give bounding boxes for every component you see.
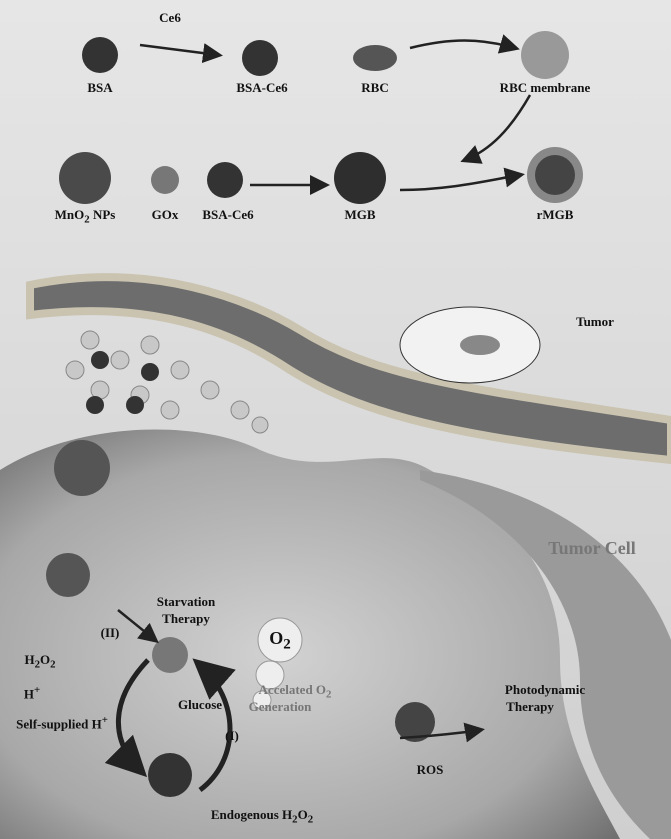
bsa-ce6-label: BSA-Ce6 [236, 80, 288, 95]
o2-bubble-label: O2 [269, 628, 291, 653]
step-i-label: (I) [225, 728, 239, 743]
starvation-label: Starvation [156, 594, 216, 609]
gox-label: GOx [151, 207, 179, 222]
ros-label: ROS [416, 762, 444, 777]
endogenous-h2o2-label: Endogenous H2O2 [210, 807, 314, 826]
starvation-therapy-label: Therapy [162, 611, 210, 626]
self-supplied-label: Self-supplied H+ [16, 714, 108, 732]
glucose-label: Glucose [177, 697, 223, 712]
bsa-label: BSA [87, 80, 113, 95]
generation-label: Generation [248, 699, 312, 714]
ce6-label: Ce6 [159, 10, 181, 25]
h-plus-label: H+ [23, 684, 41, 702]
rbc-membrane-label: RBC membrane [499, 80, 591, 95]
blood-vessel [26, 273, 671, 465]
mno2-label: MnO2 NPs [54, 207, 116, 226]
tumor-cell-label: Tumor Cell [548, 538, 636, 558]
photodynamic-therapy-label: Therapy [506, 699, 554, 714]
rmgb-label: rMGB [536, 207, 574, 222]
step-ii-label: (II) [100, 625, 120, 640]
h2o2-label: H2O2 [24, 652, 56, 671]
photodynamic-label: Photodynamic [504, 682, 586, 697]
tumor-label: Tumor [576, 314, 614, 329]
mgb-label: MGB [344, 207, 376, 222]
rbc-label: RBC [361, 80, 389, 95]
accelerated-o2-label: Accelated O2 [258, 682, 332, 701]
bsa-ce6-label-2: BSA-Ce6 [202, 207, 254, 222]
